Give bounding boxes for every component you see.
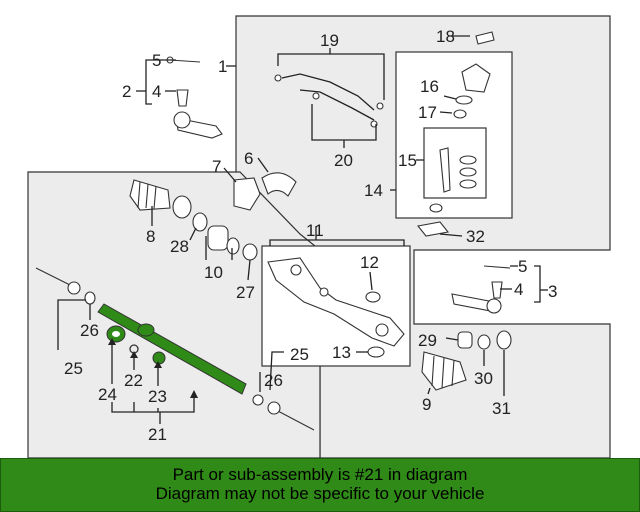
callout-27: 27 [236,283,255,302]
boot-right-part [421,330,512,391]
callout-26b: 26 [264,371,283,390]
valve-parts [416,31,495,237]
rack-bar [97,303,247,395]
callout-9: 9 [422,395,431,414]
parts-diagram: 1 2 4 5 19 20 18 16 17 15 14 32 6 7 8 28… [27,15,611,458]
callout-13: 13 [332,343,351,362]
callout-4b: 4 [514,280,523,299]
boot-part [129,179,192,219]
callout-20: 20 [334,151,353,170]
callout-16: 16 [420,77,439,96]
callout-14: 14 [364,181,383,200]
callout-labels: 1 2 4 5 19 20 18 16 17 15 14 32 6 7 8 28… [64,27,557,444]
banner-line-2: Diagram may not be specific to your vehi… [155,484,485,503]
bracket-part [233,172,297,211]
callout-18: 18 [436,27,455,46]
callout-15: 15 [398,151,417,170]
leader-lines [57,35,548,424]
callout-24: 24 [98,385,117,404]
callout-7: 7 [212,157,221,176]
callout-5b: 5 [518,257,527,276]
callout-5: 5 [152,51,161,70]
inner-tie-rod-left-part [35,267,96,305]
callout-30: 30 [474,369,493,388]
banner-line-1: Part or sub-assembly is #21 in diagram [172,465,468,484]
callout-1: 1 [218,57,227,76]
callout-26a: 26 [80,321,99,340]
callout-21: 21 [148,425,167,444]
callout-2: 2 [122,82,131,101]
rack-assembly-highlight [97,303,247,395]
callout-11: 11 [306,221,324,240]
callout-25a: 25 [64,359,83,378]
callout-28: 28 [170,237,189,256]
callout-4: 4 [152,82,161,101]
callout-3: 3 [548,282,557,301]
rack-housing-part [267,257,405,358]
callout-29: 29 [418,331,437,350]
callout-6: 6 [244,149,253,168]
callout-25b: 25 [290,345,309,364]
callout-23: 23 [148,387,167,406]
valve-inset-box [423,127,487,199]
tie-rod-end-left-part [173,89,223,139]
tie-rod-end-right-part [451,265,511,314]
callout-31: 31 [492,399,511,418]
rack-collar [137,323,155,337]
info-banner: Part or sub-assembly is #21 in diagram D… [0,458,640,512]
callout-22: 22 [124,371,143,390]
callout-19: 19 [320,31,339,50]
bushings-part [192,212,258,261]
feed-pipe-part [274,73,384,128]
seal-inner-24 [112,331,120,337]
callout-17: 17 [418,103,437,122]
callout-32: 32 [466,227,485,246]
callout-12: 12 [360,253,379,272]
bushing-23 [152,351,166,365]
inner-tie-rod-right-part [252,394,315,431]
callout-10: 10 [204,263,223,282]
callout-8: 8 [146,227,155,246]
